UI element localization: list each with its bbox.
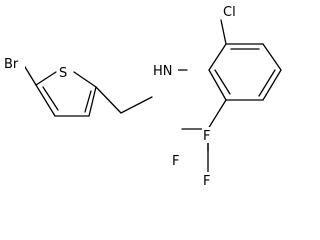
bond-c6b-c1 (208, 69, 227, 101)
fluorine-label-bottom: F (203, 174, 210, 189)
bond-c2-ch2 (95, 86, 122, 114)
amine-nh-label: HN (153, 64, 173, 79)
bond-c2-c3-inner (84, 90, 92, 113)
bond-c6b-cf3 (207, 99, 227, 130)
bromine-label: Br (4, 57, 19, 72)
bond-c2b-cl (220, 19, 227, 45)
sulfur-label: S (59, 66, 67, 81)
bond-ch2-n (120, 96, 153, 114)
bond-c4b-c5b (262, 69, 282, 101)
fluorine-label-top: F (203, 129, 210, 144)
chemical-structure: Br S HN Cl F F F (3, 3, 282, 189)
bond-c4-c5-inner (42, 86, 59, 111)
bond-c4b-c5b-inner (258, 69, 276, 97)
bond-c4-c5 (35, 84, 56, 117)
bond-c2-c3 (88, 86, 97, 117)
bond-c1-c2b (208, 43, 227, 71)
bond-s-c2 (73, 71, 97, 88)
bond-c6b-c1-inner (214, 69, 231, 95)
fluorine-label-left: F (172, 154, 179, 169)
chlorine-label: Cl (223, 5, 236, 20)
atom-labels: Br S HN Cl F F F (3, 3, 242, 189)
bond-c3b-c4b (262, 43, 282, 71)
bond-c5-s (35, 71, 57, 86)
bonds (21, 19, 282, 178)
